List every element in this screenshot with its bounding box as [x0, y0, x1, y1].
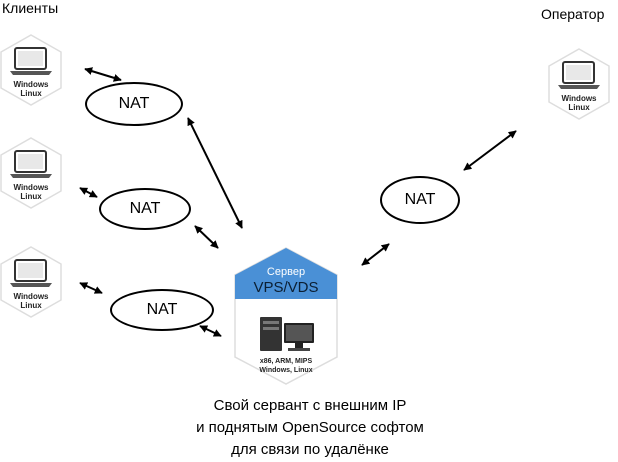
- nat-node-operator: NAT: [380, 176, 460, 224]
- caption-line-3: для связи по удалёнке: [231, 441, 389, 458]
- arrow-client1-nat1: [84, 67, 122, 82]
- clients-label: Клиенты: [2, 0, 59, 16]
- client-node-1: Windows Linux: [0, 34, 62, 106]
- nat-label: NAT: [129, 200, 161, 217]
- client-node-2: Windows Linux: [0, 137, 62, 209]
- server-subtitle: VPS/VDS: [253, 279, 319, 296]
- arrow-server-nat4: [361, 243, 390, 266]
- arrow-nat3-server: [199, 325, 222, 337]
- server-icon: [260, 317, 314, 351]
- arrow-nat2-server: [194, 225, 219, 249]
- caption-line-2: и поднятым OpenSource софтом: [196, 419, 424, 436]
- laptop-icon: [548, 48, 610, 120]
- server-title: Сервер: [266, 266, 306, 278]
- nat-label: NAT: [404, 191, 436, 208]
- nat-label: NAT: [118, 95, 150, 112]
- laptop-icon: [0, 137, 62, 209]
- os-label-linux: Linux: [20, 89, 42, 98]
- server-arch: x86, ARM, MIPS: [259, 358, 313, 365]
- arrow-nat1-server: [187, 117, 243, 229]
- os-label-linux: Linux: [20, 301, 42, 310]
- arrow-client3-nat3: [79, 282, 103, 294]
- arrow-client2-nat2: [79, 187, 98, 198]
- server-hexagon: [234, 247, 338, 385]
- server-os: Windows, Linux: [259, 367, 313, 374]
- nat-label: NAT: [146, 301, 178, 318]
- server-arch-label: x86, ARM, MIPS Windows, Linux: [234, 357, 338, 375]
- arrow-nat4-operator: [463, 130, 517, 171]
- os-label-windows: Windows: [561, 94, 597, 103]
- os-label-linux: Linux: [20, 192, 42, 201]
- diagram-caption: Свой сервант с внешним IP и поднятым Ope…: [150, 395, 470, 461]
- client-node-3: Windows Linux: [0, 246, 62, 318]
- caption-line-1: Свой сервант с внешним IP: [213, 397, 407, 414]
- server-node: Сервер VPS/VDS x86, ARM, MIPS Windows, L…: [234, 247, 338, 385]
- os-label-windows: Windows: [13, 292, 49, 301]
- nat-node-2: NAT: [99, 188, 191, 230]
- operator-label: Оператор: [541, 6, 605, 22]
- operator-node: Windows Linux: [548, 48, 610, 120]
- os-label-windows: Windows: [13, 183, 49, 192]
- os-label-windows: Windows: [13, 80, 49, 89]
- nat-node-3: NAT: [110, 289, 214, 331]
- nat-node-1: NAT: [85, 82, 183, 126]
- os-label-linux: Linux: [568, 103, 590, 112]
- laptop-icon: [0, 34, 62, 106]
- laptop-icon: [0, 246, 62, 318]
